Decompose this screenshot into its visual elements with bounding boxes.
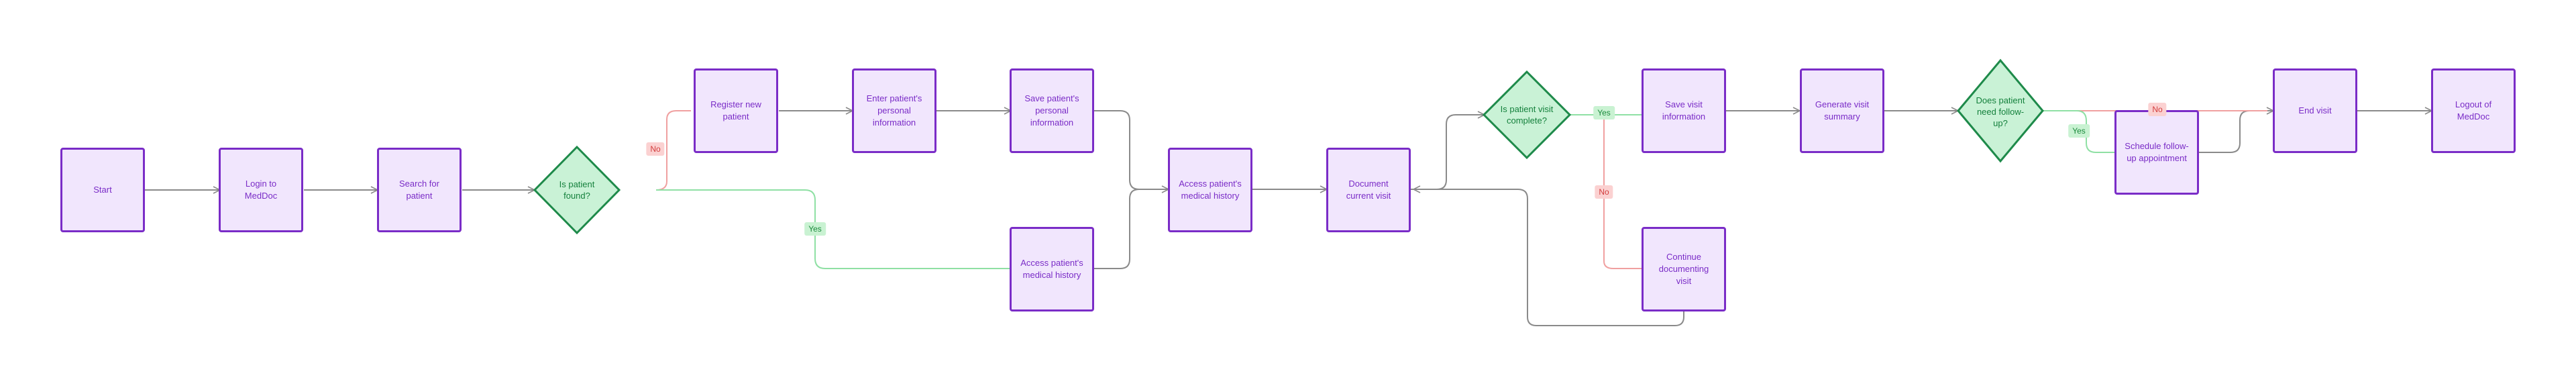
node-save-visit-label: Save visit information — [1662, 99, 1706, 122]
node-register[interactable]: Register new patient — [694, 68, 778, 153]
node-logout[interactable]: Logout of MedDoc — [2431, 68, 2516, 153]
edge-label-complete-yes: Yes — [1593, 106, 1615, 119]
node-schedule-followup[interactable]: Schedule follow-up appointment — [2114, 110, 2199, 195]
edge-label-followup-yes: Yes — [2068, 124, 2090, 138]
edge-continue-document — [1413, 189, 1684, 326]
node-generate-summary-label: Generate visit summary — [1815, 99, 1870, 122]
edge-label-followup-no: No — [2148, 103, 2167, 116]
edge-schedule-end — [2198, 111, 2273, 153]
node-enter-info-label: Enter patient's personal information — [866, 93, 922, 128]
node-login-label: Login to MedDoc — [244, 179, 278, 201]
node-access-history[interactable]: Access patient's medical history — [1168, 148, 1252, 232]
node-document-visit-label: Document current visit — [1346, 179, 1391, 201]
edge-label-complete-no: No — [1595, 185, 1613, 199]
decision-patient-found-label: Is patient found? — [559, 179, 595, 201]
decision-need-followup-label: Does patient need follow-up? — [1976, 95, 2025, 128]
decision-visit-complete-label: Is patient visit complete? — [1500, 104, 1554, 126]
edge-document-decision — [1411, 115, 1485, 190]
node-access-history-lower-label: Access patient's medical history — [1020, 258, 1083, 280]
node-schedule-followup-label: Schedule follow-up appointment — [2125, 141, 2189, 163]
edge-found-no — [655, 110, 691, 191]
node-end-visit-label: End visit — [2298, 105, 2332, 115]
node-save-visit[interactable]: Save visit information — [1642, 68, 1726, 153]
node-access-history-label: Access patient's medical history — [1179, 179, 1242, 201]
node-logout-label: Logout of MedDoc — [2455, 99, 2492, 122]
node-search-label: Search for patient — [399, 179, 439, 201]
node-document-visit[interactable]: Document current visit — [1326, 148, 1411, 232]
edge-label-found-no: No — [646, 142, 665, 156]
node-search[interactable]: Search for patient — [377, 148, 462, 232]
node-login[interactable]: Login to MedDoc — [219, 148, 303, 232]
node-enter-info[interactable]: Enter patient's personal information — [852, 68, 936, 153]
node-save-personal-label: Save patient's personal information — [1024, 93, 1079, 128]
edge-lower-access — [1094, 189, 1169, 269]
edge-found-yes — [656, 189, 1010, 269]
node-generate-summary[interactable]: Generate visit summary — [1800, 68, 1884, 153]
edge-label-found-yes: Yes — [804, 222, 826, 236]
decision-visit-complete-diamond[interactable] — [1482, 70, 1572, 160]
node-start-label: Start — [93, 185, 112, 195]
decision-need-followup-diamond[interactable] — [1957, 58, 2044, 163]
decision-patient-found-diamond[interactable] — [533, 145, 621, 235]
edge-save-access — [1094, 110, 1169, 189]
node-access-history-lower[interactable]: Access patient's medical history — [1010, 227, 1094, 311]
node-end-visit[interactable]: End visit — [2273, 68, 2357, 153]
node-start[interactable]: Start — [60, 148, 145, 232]
node-save-personal[interactable]: Save patient's personal information — [1010, 68, 1094, 153]
node-continue-doc-label: Continue documenting visit — [1658, 252, 1709, 286]
edge-complete-no-tail — [1603, 260, 1642, 269]
node-register-label: Register new patient — [710, 99, 761, 122]
node-continue-doc[interactable]: Continue documenting visit — [1642, 227, 1726, 311]
